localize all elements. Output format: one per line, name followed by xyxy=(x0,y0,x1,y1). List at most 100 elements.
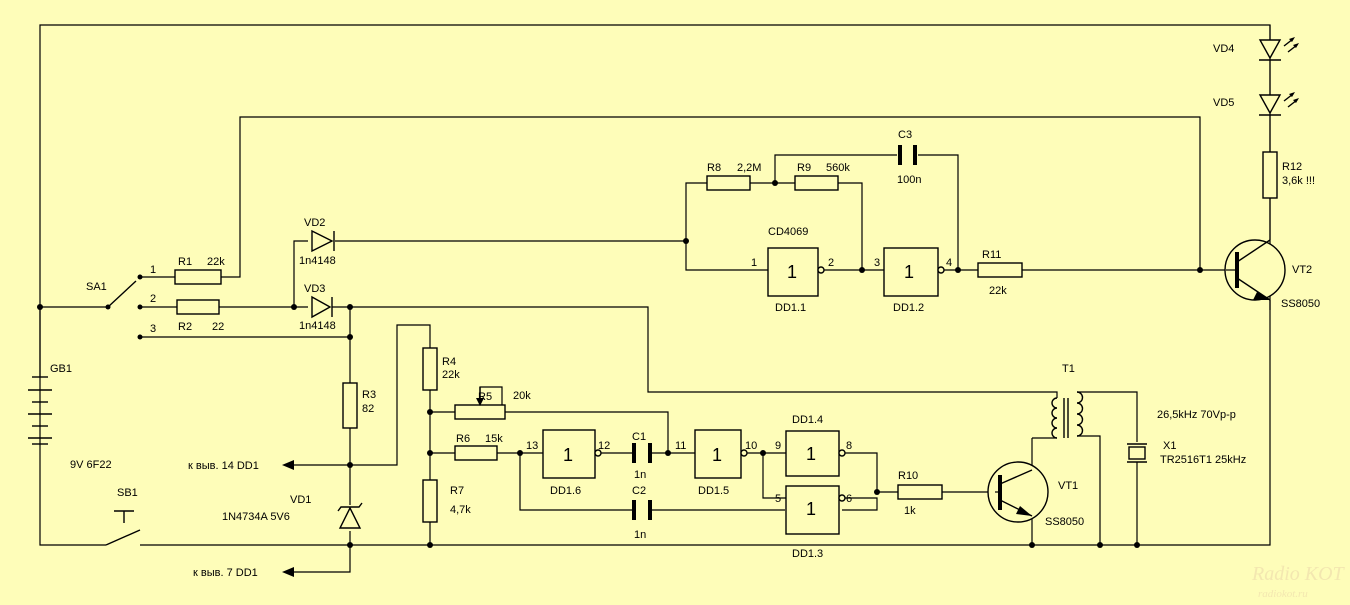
c2-ref: C2 xyxy=(632,485,646,497)
r10-ref: R10 xyxy=(898,470,918,482)
resistor-r9: R9 560k xyxy=(794,162,850,191)
r12-value: 3,6k !!! xyxy=(1282,175,1315,187)
port-pin14-label: к выв. 14 DD1 xyxy=(188,460,259,472)
r8-ref: R8 xyxy=(707,162,721,174)
dd1-1-ref: DD1.1 xyxy=(775,302,806,314)
c2-value: 1n xyxy=(634,529,646,541)
resistor-r10: R10 1k xyxy=(897,470,943,517)
switch-sa1: SA1 1 2 3 xyxy=(86,264,156,335)
resistor-r3: R3 82 xyxy=(342,382,376,429)
dd1-4-symbol: 1 xyxy=(806,444,816,464)
r1-value: 22k xyxy=(207,256,225,268)
vt1-ref: VT1 xyxy=(1058,480,1078,492)
transistor-vt2: VT2 SS8050 xyxy=(1224,239,1320,310)
r3-ref: R3 xyxy=(362,389,376,401)
capacitor-c2: C2 1n xyxy=(632,485,652,541)
sa1-pos2: 2 xyxy=(150,293,156,305)
battery-gb1: GB1 9V 6F22 xyxy=(28,363,112,471)
ic-type-label: CD4069 xyxy=(768,226,808,238)
transistor-vt1: VT1 SS8050 xyxy=(987,461,1084,528)
r9-value: 560k xyxy=(826,162,850,174)
gb1-value: 9V 6F22 xyxy=(70,459,112,471)
r7-value: 4,7k xyxy=(450,504,471,516)
gb1-ref: GB1 xyxy=(50,363,72,375)
c3-ref: C3 xyxy=(898,129,912,141)
r4-value: 22k xyxy=(442,369,460,381)
button-sb1: SB1 xyxy=(105,487,141,546)
x1-note: 26,5kHz 70Vp-p xyxy=(1157,409,1236,421)
zener-vd1: VD1 1N4734A 5V6 xyxy=(222,494,363,529)
dd1-5-pin-out: 10 xyxy=(745,440,757,452)
r6-ref: R6 xyxy=(456,433,470,445)
vd1-value: 1N4734A 5V6 xyxy=(222,511,290,523)
r7-ref: R7 xyxy=(450,485,464,497)
potentiometer-r5: R5 20k xyxy=(454,387,531,420)
led-vd5: VD5 xyxy=(1213,92,1299,116)
gate-dd1-4: 1 9 8 DD1.4 xyxy=(775,414,852,477)
r2-value: 22 xyxy=(212,321,224,333)
sb1-ref: SB1 xyxy=(117,487,138,499)
vd2-value: 1n4148 xyxy=(299,255,336,267)
r12-ref: R12 xyxy=(1282,161,1302,173)
capacitor-c3: C3 100n xyxy=(897,129,921,186)
vt2-ref: VT2 xyxy=(1292,264,1312,276)
c3-value: 100n xyxy=(897,174,921,186)
vd3-ref: VD3 xyxy=(304,283,325,295)
vt1-value: SS8050 xyxy=(1045,516,1084,528)
dd1-4-ref: DD1.4 xyxy=(792,414,823,426)
dd1-6-pin-in: 13 xyxy=(526,440,538,452)
vd1-ref: VD1 xyxy=(290,494,311,506)
watermark-text: Radio KOT xyxy=(1251,563,1346,585)
junction-dots xyxy=(37,180,1203,548)
gate-dd1-1: 1 1 2 DD1.1 CD4069 xyxy=(751,226,834,314)
c1-value: 1n xyxy=(634,469,646,481)
r11-ref: R11 xyxy=(982,249,1001,261)
dd1-1-pin-out: 2 xyxy=(828,257,834,269)
diode-vd3: VD3 1n4148 xyxy=(299,283,336,332)
dd1-2-pin-out: 4 xyxy=(946,257,952,269)
dd1-1-pin-in: 1 xyxy=(751,257,757,269)
vd5-ref: VD5 xyxy=(1213,97,1234,109)
vd3-value: 1n4148 xyxy=(299,320,336,332)
r2-ref: R2 xyxy=(178,321,192,333)
x1-ref: X1 xyxy=(1163,440,1176,452)
dd1-3-pin-in: 5 xyxy=(775,493,781,505)
dd1-2-symbol: 1 xyxy=(904,262,914,282)
resistor-r12: R12 3,6k !!! xyxy=(1262,151,1315,199)
gate-dd1-6: 1 13 12 DD1.6 xyxy=(526,429,610,497)
led-vd4: VD4 xyxy=(1213,37,1299,61)
resistor-r2: R2 22 xyxy=(176,299,224,333)
t1-ref: T1 xyxy=(1062,363,1075,375)
transformer-t1: T1 xyxy=(1032,363,1084,439)
dd1-3-ref: DD1.3 xyxy=(792,548,823,560)
r1-ref: R1 xyxy=(178,256,192,268)
gate-dd1-3: 1 5 6 DD1.3 xyxy=(775,485,852,560)
piezo-x1: 26,5kHz 70Vp-p X1 TR2516T1 25kHz xyxy=(1127,409,1246,466)
x1-value: TR2516T1 25kHz xyxy=(1160,454,1246,466)
dd1-4-pin-in: 9 xyxy=(775,440,781,452)
c1-ref: C1 xyxy=(632,431,646,443)
dd1-4-pin-out: 8 xyxy=(846,440,852,452)
dd1-6-pin-out: 12 xyxy=(598,440,610,452)
resistor-r6: R6 15k xyxy=(454,433,503,461)
resistor-r1: R1 22k xyxy=(174,256,225,285)
r8-value: 2,2M xyxy=(737,162,761,174)
resistor-r11: R11 22k xyxy=(977,249,1023,297)
dd1-1-symbol: 1 xyxy=(787,262,797,282)
r3-value: 82 xyxy=(362,403,374,415)
dd1-3-symbol: 1 xyxy=(806,499,816,519)
r11-value: 22k xyxy=(989,285,1007,297)
vd2-ref: VD2 xyxy=(304,217,325,229)
resistor-r4: R4 22k xyxy=(422,347,460,391)
sa1-pos3: 3 xyxy=(150,323,156,335)
r5-value: 20k xyxy=(513,390,531,402)
resistor-r8: R8 2,2M xyxy=(706,162,761,191)
r4-ref: R4 xyxy=(442,356,456,368)
dd1-6-symbol: 1 xyxy=(563,445,573,465)
sa1-pos1: 1 xyxy=(150,264,156,276)
resistor-r7: R7 4,7k xyxy=(422,479,471,523)
sa1-ref: SA1 xyxy=(86,281,107,293)
port-pin7: к выв. 7 DD1 xyxy=(193,567,294,579)
gate-dd1-5: 1 11 10 DD1.5 xyxy=(675,429,757,497)
